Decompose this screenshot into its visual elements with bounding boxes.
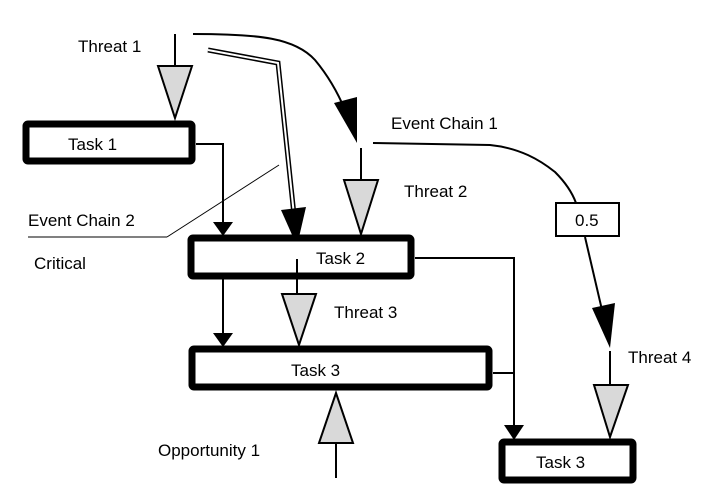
event-chain-2-label: Event Chain 2 bbox=[28, 211, 135, 230]
event-chain-1-segment-b bbox=[372, 142, 577, 204]
threat-2-triangle-icon bbox=[342, 179, 380, 238]
threat-4: Threat 4 bbox=[592, 348, 691, 441]
event-chain-1-segment-c bbox=[584, 236, 603, 311]
event-chain-2 bbox=[207, 47, 306, 246]
link-task2-task3b bbox=[415, 257, 515, 425]
event-chain-2-arrowhead-icon bbox=[281, 207, 306, 246]
event-chain-2-line-outer bbox=[207, 47, 297, 216]
event-chain-2-leader bbox=[166, 164, 280, 238]
task-3b-box[interactable] bbox=[498, 438, 637, 484]
threat-2-label: Threat 2 bbox=[404, 182, 467, 201]
event-chain-1-segment-a bbox=[192, 33, 346, 111]
arrowhead-task3-icon bbox=[213, 333, 233, 347]
event-chain-1-label: Event Chain 1 bbox=[391, 114, 498, 133]
event-chain-1-arrowhead-icon bbox=[334, 97, 357, 143]
arrowhead-task2-icon bbox=[213, 222, 233, 236]
event-chain-2-line-inner bbox=[207, 49, 295, 216]
probability-box-rect bbox=[555, 202, 620, 237]
threat-1-label: Threat 1 bbox=[78, 37, 141, 56]
task-3b-label: Task 3 bbox=[536, 453, 585, 472]
opportunity-1-triangle-icon bbox=[317, 389, 355, 444]
task-2-box[interactable] bbox=[187, 234, 415, 280]
task-3a-box[interactable] bbox=[188, 345, 493, 391]
threat-3-triangle-icon bbox=[280, 293, 318, 349]
threat-4-triangle-icon bbox=[592, 384, 630, 441]
threat-4-label: Threat 4 bbox=[628, 348, 691, 367]
opportunity-1-label: Opportunity 1 bbox=[158, 441, 260, 460]
task-1-label: Task 1 bbox=[68, 135, 117, 154]
task-3a[interactable]: Task 3 bbox=[188, 345, 493, 391]
opportunity-1: Opportunity 1 bbox=[158, 389, 355, 478]
threat-1-triangle-icon bbox=[156, 65, 194, 122]
task-3b[interactable]: Task 3 bbox=[498, 438, 637, 484]
event-chain-1-arrowhead-2-icon bbox=[592, 303, 615, 348]
critical-label: Critical bbox=[34, 254, 86, 273]
task-3a-label: Task 3 bbox=[291, 361, 340, 380]
task-2-label: Task 2 bbox=[316, 249, 365, 268]
arrowhead-task3b-icon bbox=[504, 425, 524, 440]
threat-3-label: Threat 3 bbox=[334, 303, 397, 322]
task-1[interactable]: Task 1 bbox=[22, 120, 196, 165]
threat-1: Threat 1 bbox=[78, 34, 194, 122]
probability-value: 0.5 bbox=[575, 211, 599, 230]
threat-3: Threat 3 bbox=[280, 259, 397, 349]
threat-2: Threat 2 bbox=[342, 148, 467, 238]
task-2[interactable]: Task 2 bbox=[187, 234, 415, 280]
probability-box: 0.5 bbox=[555, 202, 620, 237]
task-1-box[interactable] bbox=[22, 120, 196, 165]
